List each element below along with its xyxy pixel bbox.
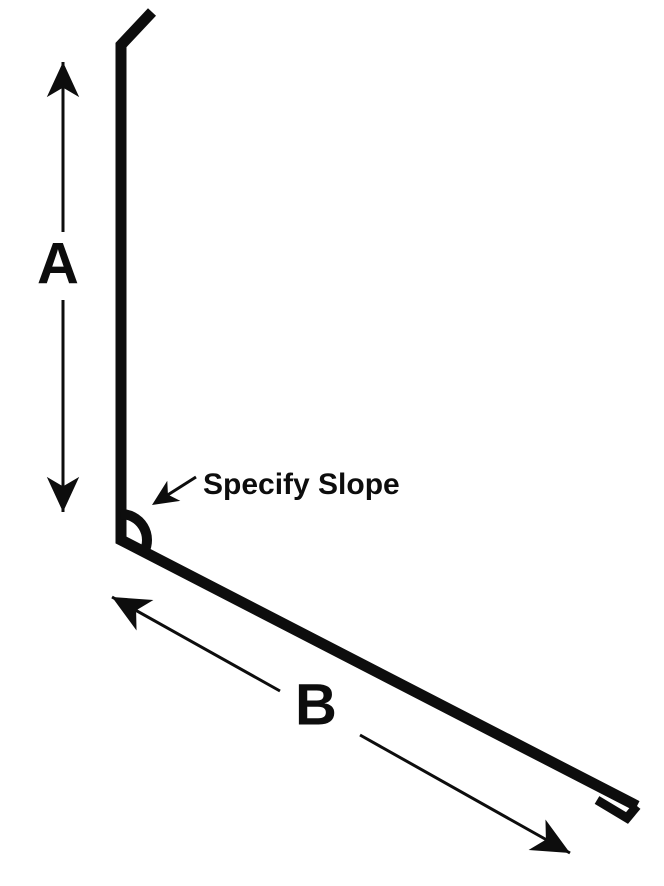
bottom-hem-path [594,796,641,824]
callout-arrowhead-icon [145,480,181,516]
dimension-b-line-upper [111,595,281,693]
dimension-b-arrowhead-lower-right [528,819,579,869]
dimension-a-label: A [37,231,79,296]
dimension-b-arrowhead-upper-left [103,581,154,631]
dimension-b-label: B [295,672,337,737]
specify-slope-label: Specify Slope [203,468,400,501]
slope-angle-arc-icon [120,509,152,555]
dimension-b-line-lower [359,733,571,855]
flashing-profile-path [115,8,640,811]
specify-slope-callout-group: Specify Slope [145,468,400,516]
dimension-b-group: B [103,581,579,869]
dimension-a-group: A [37,62,80,512]
profile-group [115,8,641,824]
